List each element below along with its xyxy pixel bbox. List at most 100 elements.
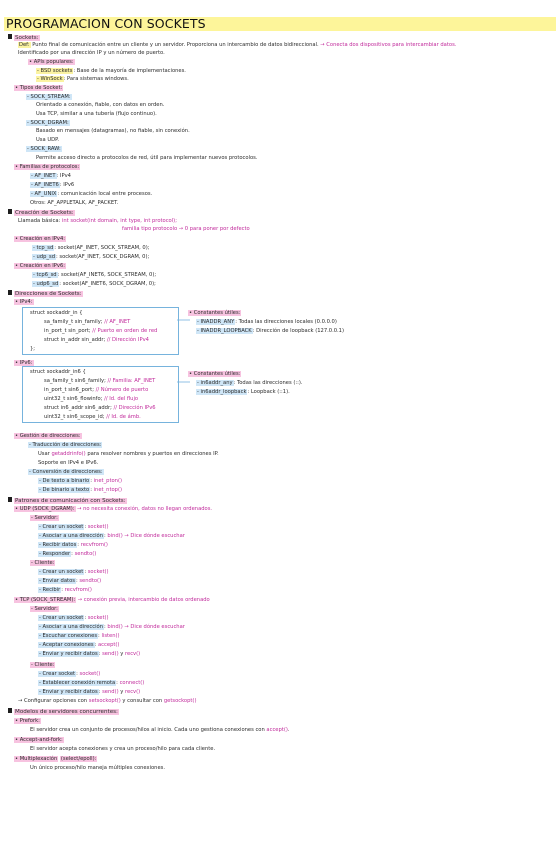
- note-line: - Establecer conexión remota: connect(): [38, 680, 144, 687]
- note-text: :: [77, 542, 81, 548]
- note-text: - Enviar datos: [38, 578, 76, 584]
- note-text: // Dirección IPv4: [106, 337, 149, 343]
- bookmark-icon: [8, 209, 12, 214]
- note-line: • APIs populares:: [28, 59, 75, 66]
- note-text: • Gestión de direcciones:: [14, 433, 82, 439]
- note-text: socket(): [79, 671, 101, 677]
- note-line: Creación de Sockets:: [8, 209, 75, 216]
- note-text: - Crear un socket: [38, 615, 85, 621]
- note-line: - Crear un socket: socket(): [38, 569, 109, 576]
- note-text: Usar: [38, 451, 52, 457]
- note-text: uint32_t sin6_scope_id;: [44, 414, 107, 420]
- note-text: - Servidor:: [30, 515, 59, 521]
- note-line: Basado en mensajes (datagramas), no fiab…: [36, 128, 190, 135]
- note-text: Llamada básica:: [18, 218, 62, 224]
- note-text: , int protocol);: [140, 218, 177, 224]
- note-line: - BSD sockets: Base de la mayoría de imp…: [36, 68, 186, 75]
- note-text: Patrones de comunicación con Sockets:: [14, 497, 127, 504]
- note-text: • UDP (SOCK_DGRAM):: [14, 506, 76, 512]
- note-text: - Asociar a una dirección: [38, 533, 104, 539]
- note-text: inet_pton(): [93, 478, 122, 484]
- note-line: Direcciones de Sockets:: [8, 290, 83, 297]
- note-text: : socket(AF_INET, SOCK_STREAM, 0);: [54, 245, 150, 251]
- note-text: Punto final de comunicación entre un cli…: [30, 42, 321, 48]
- note-text: • APIs populares:: [28, 59, 75, 65]
- note-text: • Constantes útiles:: [188, 310, 242, 316]
- bookmark-icon: [8, 497, 12, 502]
- note-text: • Accept-and-fork:: [14, 737, 64, 743]
- note-line: Identificado por una dirección IP y un n…: [18, 50, 165, 57]
- note-text: :: [94, 642, 98, 648]
- note-line: - Crear un socket: socket(): [38, 615, 109, 622]
- note-line: • Prefork:: [14, 718, 41, 725]
- note-line: - Aceptar conexiones: accept(): [38, 642, 119, 649]
- note-line: struct in_addr sin_addr; // Dirección IP…: [44, 337, 149, 344]
- note-line: - INADDR_ANY: Todas las direcciones loca…: [196, 319, 337, 326]
- note-line: - SOCK_DGRAM:: [26, 120, 70, 127]
- note-text: Identificado por una dirección IP y un n…: [18, 50, 165, 56]
- note-line: • Multiplexación (select/epoll):: [14, 756, 98, 763]
- note-line: - Asociar a una dirección: bind() → Dice…: [38, 533, 185, 540]
- note-text: :: [116, 680, 120, 686]
- note-line: in_port_t sin6_port; // Número de puerto: [44, 387, 148, 394]
- note-line: • Familias de protocolos:: [14, 164, 81, 171]
- note-text: - Escuchar conexiones: [38, 633, 99, 639]
- note-text: → Conecta dos dispositivos para intercam…: [320, 42, 457, 48]
- note-text: - AF_INET6: [30, 182, 60, 188]
- note-text: :: [98, 689, 103, 695]
- note-text: → conexión previa, intercambio de datos …: [76, 597, 210, 603]
- note-text: - in6addr_loopback: [196, 389, 248, 395]
- note-text: struct sockaddr_in {: [30, 310, 83, 316]
- note-line: • Creación en IPv4:: [14, 236, 67, 243]
- note-text: domain: [97, 218, 117, 224]
- note-line: Modelos de servidores concurrentes:: [8, 708, 119, 715]
- note-text: .: [287, 727, 290, 733]
- bookmark-icon: [8, 34, 12, 39]
- note-text: Soporte en IPv4 e IPv6.: [38, 460, 99, 466]
- note-text: : Todas las direcciones (::).: [233, 380, 303, 386]
- note-text: socket(): [87, 615, 109, 621]
- note-text: getaddrinfo(): [51, 451, 86, 457]
- note-text: familia tipo protocolo → 0 para poner po…: [122, 226, 250, 232]
- note-text: - in6addr_any: [196, 380, 234, 386]
- note-text: :: [84, 524, 88, 530]
- note-text: send(): [102, 651, 119, 657]
- note-text: : socket(AF_INET6, SOCK_DGRAM, 0);: [59, 281, 156, 287]
- note-text: bind(): [107, 624, 123, 630]
- note-line: };: [30, 346, 35, 353]
- note-line: • UDP (SOCK_DGRAM): → no necesita conexi…: [14, 506, 212, 513]
- note-line: - AF_INET: IPv4: [30, 173, 71, 180]
- note-line: - Cliente:: [30, 560, 56, 567]
- note-text: → Dice dónde escuchar: [122, 533, 185, 539]
- note-line: - INADDR_LOOPBACK: Dirección de loopback…: [196, 328, 344, 335]
- note-text: El servidor acepta conexiones y crea un …: [30, 746, 216, 752]
- note-text: - Enviar y recibir datos: [38, 651, 99, 657]
- note-text: :: [103, 624, 108, 630]
- note-text: - BSD sockets: [36, 68, 74, 74]
- note-line: Usa TCP, similar a una tubería (flujo co…: [36, 111, 157, 118]
- note-line: - tcp6_sd: socket(AF_INET6, SOCK_STREAM,…: [32, 272, 156, 279]
- note-text: - Aceptar conexiones: [38, 642, 95, 648]
- note-text: → no necesita conexión, datos no llegan …: [75, 506, 213, 512]
- note-text: :: [90, 487, 94, 493]
- note-text: - INADDR_LOOPBACK: [196, 328, 253, 334]
- note-text: - Recibir: [38, 587, 62, 593]
- note-line: - Crear un socket: socket(): [38, 524, 109, 531]
- note-text: - Crear un socket: [38, 524, 85, 530]
- bookmark-icon: [8, 290, 12, 295]
- note-text: • Creación en IPv4:: [14, 236, 67, 242]
- note-text: uint32_t sin6_flowinfo;: [44, 396, 105, 402]
- note-text: recvfrom(): [80, 542, 108, 548]
- note-text: sendto(): [79, 578, 102, 584]
- note-text: - AF_UNIX: [30, 191, 58, 197]
- note-line: - udp_sd: socket(AF_INET, SOCK_DGRAM, 0)…: [32, 254, 149, 261]
- note-line: uint32_t sin6_flowinfo; // Id. del flujo: [44, 396, 138, 403]
- note-text: // Familia: AF_INET: [107, 378, 156, 384]
- note-text: :: [75, 578, 80, 584]
- note-text: - Establecer conexión remota: [38, 680, 117, 686]
- note-text: y: [118, 651, 125, 657]
- note-line: - Servidor:: [30, 606, 59, 613]
- note-text: - Asociar a una dirección: [38, 624, 104, 630]
